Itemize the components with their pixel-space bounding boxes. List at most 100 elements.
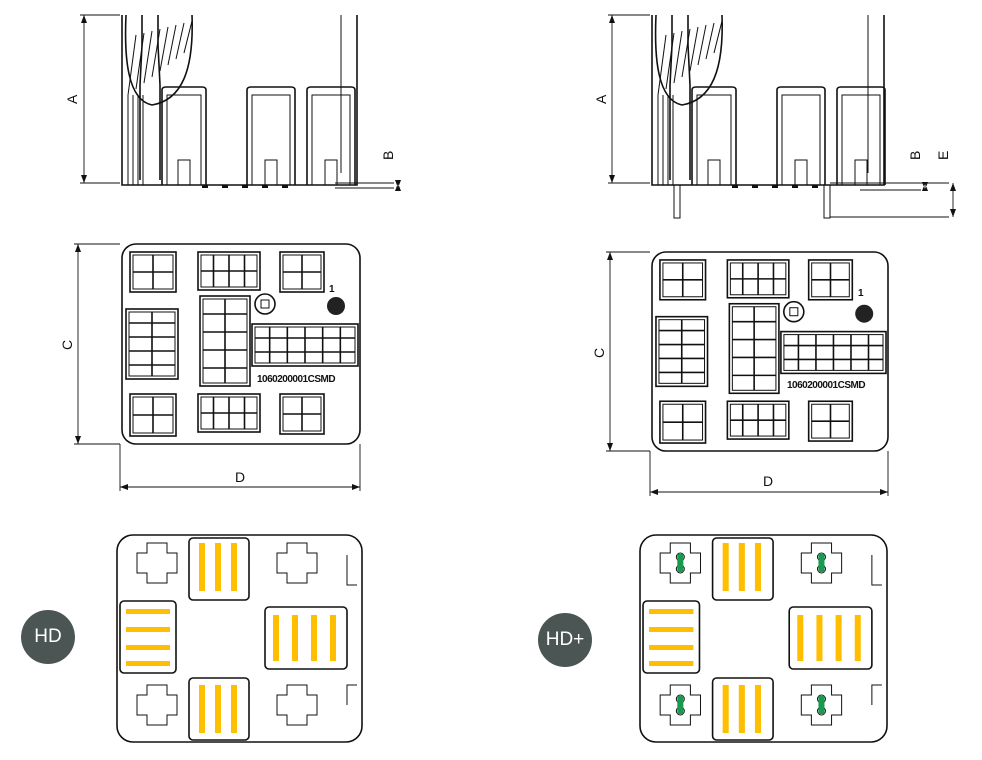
terminal-tower <box>161 86 207 185</box>
variant-badge-hdplus: HD+ <box>538 613 592 667</box>
terminal-slot <box>177 159 191 185</box>
part-number-label: 1060200001CSMD <box>257 374 335 385</box>
polarization-mark <box>782 300 805 323</box>
contact-pad <box>754 685 761 733</box>
housing-outline <box>651 15 885 186</box>
contact-pad <box>292 615 298 661</box>
terminal-inner <box>841 94 881 185</box>
coding-outline <box>800 684 843 726</box>
pad-cutout <box>264 606 348 670</box>
hatch-line <box>167 24 177 66</box>
contact-pad <box>722 543 729 591</box>
terminal-inner <box>251 94 291 185</box>
dimension-c-label: C <box>59 340 75 350</box>
foot <box>282 185 288 188</box>
pad-cutout <box>642 600 701 674</box>
coding-outline <box>276 684 318 726</box>
dimension-b-label: B <box>907 151 923 160</box>
dimension-c-label: C <box>591 348 607 358</box>
contact-pad <box>649 627 694 632</box>
polarization-mark-inner <box>260 299 270 309</box>
dimension-d-label: D <box>763 473 773 489</box>
latch-spring <box>669 15 691 180</box>
side-view-hdplus <box>608 14 956 219</box>
top-view-hd <box>74 243 361 491</box>
contact-pad <box>330 615 336 661</box>
footprint-outline <box>639 534 888 743</box>
foot <box>202 185 208 188</box>
housing-outline <box>651 251 889 452</box>
foot <box>752 185 758 188</box>
contact-pad <box>854 615 861 661</box>
coding-outline <box>276 542 318 584</box>
terminal-cavity <box>807 259 854 301</box>
latch-section <box>124 14 193 106</box>
footprint-outline <box>116 534 363 743</box>
hatch-line <box>673 30 683 84</box>
part-number-label: 1060200001CSMD <box>787 380 865 391</box>
terminal-cavity <box>199 295 251 387</box>
variant-badge-hd: HD <box>21 610 75 664</box>
terminal-cavity <box>726 259 790 299</box>
polarization-mark-inner <box>789 307 799 317</box>
terminal-cavity <box>197 393 261 433</box>
terminal-slot <box>854 159 868 185</box>
terminal-cavity <box>728 302 780 395</box>
hatch-line <box>657 34 667 96</box>
coding-outline <box>800 542 843 584</box>
contact-pad <box>754 543 761 591</box>
dimension-arrow <box>395 180 401 191</box>
pcb-pin <box>823 184 831 219</box>
hatch-line <box>689 26 699 72</box>
terminal-tower <box>246 86 296 185</box>
terminal-cavity <box>251 323 359 367</box>
hatch-line <box>127 34 137 96</box>
terminal-cavity <box>279 393 325 435</box>
latch-section <box>654 14 723 106</box>
latch-spring <box>139 15 161 180</box>
terminal-slot <box>794 159 808 185</box>
coding-outline <box>136 684 178 726</box>
housing-outline <box>121 15 358 186</box>
pad-cutout <box>711 537 774 601</box>
dimension-arrow <box>950 183 956 217</box>
foot <box>792 185 798 188</box>
terminal-tower <box>776 86 826 185</box>
pin-one-marker: 1 <box>329 284 335 295</box>
foot <box>772 185 778 188</box>
contact-pad <box>311 615 317 661</box>
terminal-slot <box>707 159 721 185</box>
foot <box>242 185 248 188</box>
contact-pad <box>649 645 694 650</box>
housing-outline <box>121 243 361 445</box>
terminal-inner <box>781 94 821 185</box>
contact-pad <box>738 543 745 591</box>
dimension-e-label: E <box>935 151 951 160</box>
foot <box>262 185 268 188</box>
contact-pad <box>231 685 237 733</box>
pin-one-dot <box>327 297 345 315</box>
coding-outline <box>659 542 701 584</box>
terminal-cavity <box>726 400 790 440</box>
terminal-inner <box>696 94 732 185</box>
pad-cutout <box>711 677 774 741</box>
contact-pad <box>835 615 842 661</box>
terminal-tower <box>691 86 737 185</box>
pcb-pin <box>673 184 681 219</box>
hatch-line <box>697 24 707 66</box>
contact-pad <box>738 685 745 733</box>
hatch-line <box>705 22 715 60</box>
contact-pad <box>126 645 170 650</box>
hatch-line <box>159 26 169 72</box>
dimension-d-label: D <box>235 469 245 485</box>
foot <box>732 185 738 188</box>
contact-pad <box>126 609 170 614</box>
contact-pad <box>215 543 221 591</box>
dimension-b-label: B <box>380 151 396 160</box>
terminal-cavity <box>197 251 261 291</box>
pin-one-marker: 1 <box>858 288 864 299</box>
hatch-line <box>713 20 723 54</box>
contact-pad <box>722 685 729 733</box>
contact-pad <box>199 685 205 733</box>
